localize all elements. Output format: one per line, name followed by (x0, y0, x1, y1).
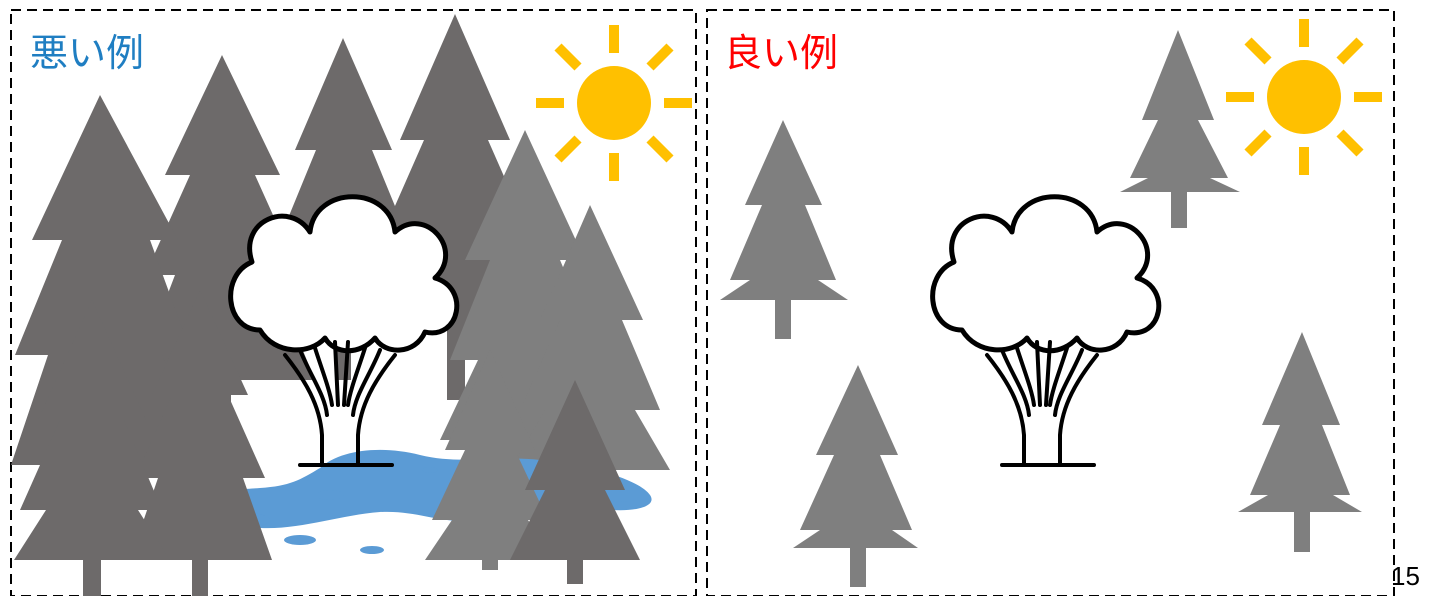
sun-icon (1226, 19, 1382, 175)
conifer-tree-icon (720, 120, 848, 339)
broadleaf-tree-icon (231, 197, 457, 465)
conifer-tree-icon (425, 350, 555, 570)
conifer-tree-icon (130, 290, 272, 596)
conifer-tree-icon (1120, 30, 1240, 228)
conifer-tree-icon (510, 380, 640, 584)
bad-example-panel (11, 14, 692, 596)
good-example-panel-border (706, 9, 1395, 596)
bad-example-panel-border (10, 9, 697, 596)
bad-example-label: 悪い例 (30, 31, 144, 75)
sun-icon (536, 25, 692, 181)
good-example-label: 良い例 (724, 31, 838, 75)
conifer-tree-icon (793, 365, 918, 587)
conifer-tree-icon (1238, 332, 1362, 552)
broadleaf-tree-icon (933, 197, 1159, 465)
page-number: 15 (1391, 561, 1420, 591)
conifer-tree-icon (14, 300, 170, 596)
good-example-panel (720, 19, 1382, 587)
